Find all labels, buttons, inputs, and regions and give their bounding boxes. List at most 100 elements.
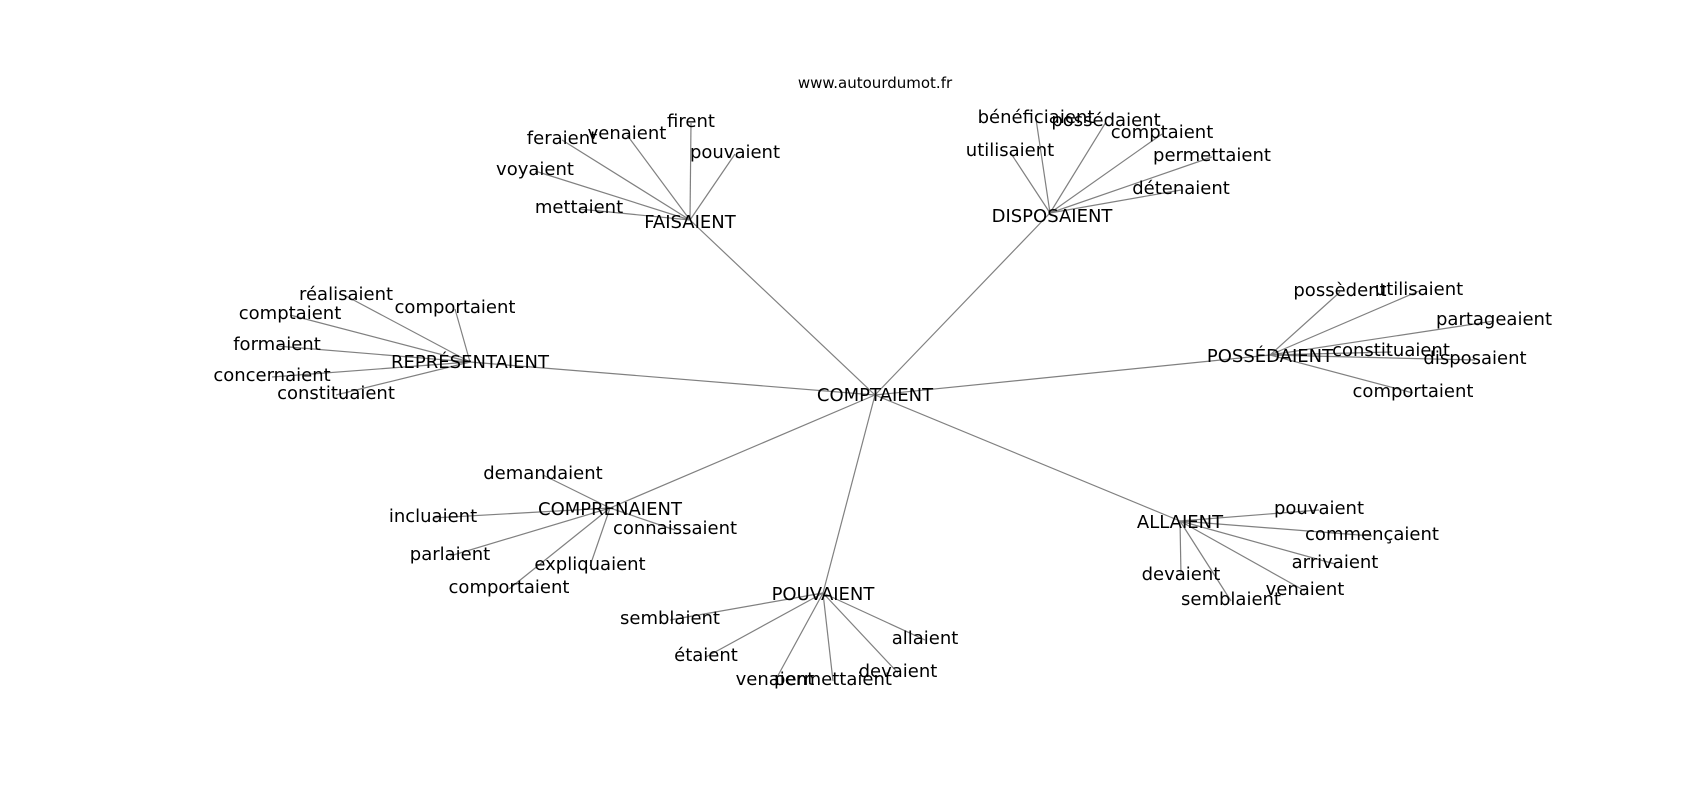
center-word-node[interactable]: COMPTAIENT [817,385,934,406]
edge-hub-to-leaf [1179,520,1306,592]
leaf-word-node[interactable]: devaient [1142,564,1221,585]
edge-hub-to-leaf [432,507,611,519]
hub-word-node[interactable]: FAISAIENT [644,212,737,233]
edge-hub-to-leaf [1179,520,1336,565]
leaf-word-node[interactable]: arrivaient [1292,552,1379,573]
leaf-word-node[interactable]: semblaient [1181,589,1281,610]
edge-center-to-hub [469,361,876,396]
leaf-word-node[interactable]: feraient [527,128,597,149]
leaf-word-node[interactable]: utilisaient [966,140,1054,161]
edge-hub-to-leaf [609,507,676,531]
edge-hub-to-leaf [1269,354,1414,394]
edge-hub-to-leaf [689,153,736,221]
edge-hub-to-leaf [276,345,471,363]
edge-hub-to-leaf [1049,156,1213,214]
edge-hub-to-leaf [822,592,899,674]
hub-word-node[interactable]: COMPRENAIENT [538,499,683,520]
hub-word-node[interactable]: REPRÉSENTAIENT [391,351,550,373]
leaf-word-node[interactable]: comportaient [1353,381,1474,402]
edge-hub-to-leaf [705,592,824,658]
leaf-word-node[interactable]: permettaient [774,669,892,690]
edge-hub-to-leaf [1049,121,1107,214]
edge-hub-to-leaf [589,507,611,567]
leaf-word-node[interactable]: comptaient [239,303,342,324]
edge-hub-to-leaf [454,308,471,363]
edge-center-to-hub [874,394,1181,522]
leaf-word-node[interactable]: devaient [859,661,938,682]
leaf-word-node[interactable]: disposaient [1423,348,1526,369]
leaf-word-node[interactable]: expliquaient [534,554,645,575]
edge-center-to-hub [822,394,876,594]
leaf-word-node[interactable]: venaient [1266,579,1345,600]
edge-hub-to-leaf [669,592,824,621]
edge-hub-to-leaf [1179,520,1182,577]
edge-hub-to-leaf [1269,291,1341,356]
edge-hub-to-leaf [1009,151,1051,214]
leaf-word-node[interactable]: étaient [674,645,738,666]
site-label: www.autourdumot.fr [798,74,953,92]
edge-hub-to-leaf [1269,320,1495,356]
edge-hub-to-leaf [578,208,691,221]
leaf-word-node[interactable]: utilisaient [1375,279,1463,300]
leaf-word-node[interactable]: concernaient [213,365,330,386]
leaf-word-node[interactable]: comportaient [449,577,570,598]
leaf-word-node[interactable]: incluaient [389,506,477,527]
edge-hub-to-leaf [542,474,611,509]
edge-hub-to-leaf [561,139,691,221]
leaf-word-node[interactable]: comportaient [395,297,516,318]
leaf-word-node[interactable]: formaient [233,334,321,355]
edge-hub-to-leaf [289,314,471,363]
leaf-word-node[interactable]: pouvaient [1274,498,1364,519]
leaf-word-node[interactable]: parlaient [410,544,490,565]
leaf-word-node[interactable]: possèdent [1293,280,1386,301]
leaf-word-node[interactable]: semblaient [620,608,720,629]
edge-hub-to-leaf [508,507,611,590]
leaf-word-node[interactable]: firent [667,111,715,132]
edge-hub-to-leaf [689,122,692,221]
leaf-word-node[interactable]: comptaient [1111,122,1214,143]
edge-hub-to-leaf [335,361,471,396]
leaf-word-node[interactable]: commençaient [1305,524,1439,545]
leaf-word-node[interactable]: détenaient [1132,178,1230,199]
edge-hub-to-leaf [1049,133,1163,214]
edge-hub-to-leaf [1035,118,1051,214]
leaf-word-node[interactable]: venaient [736,669,815,690]
leaf-word-node[interactable]: voyaient [496,159,574,180]
edge-hub-to-leaf [1049,189,1182,214]
edge-hub-to-leaf [1179,520,1373,537]
edge-hub-to-leaf [626,134,691,221]
leaf-word-node[interactable]: partageaient [1436,309,1552,330]
leaf-word-node[interactable]: réalisaient [299,284,393,305]
edge-center-to-hub [689,219,876,396]
hub-word-node[interactable]: POSSÉDAIENT [1207,345,1334,367]
leaf-word-node[interactable]: mettaient [535,197,623,218]
leaf-word-node[interactable]: constituaient [1332,340,1450,361]
edge-hub-to-leaf [1179,509,1320,522]
edge-hub-to-leaf [534,170,691,221]
edge-hub-to-leaf [774,592,824,682]
leaf-word-node[interactable]: pouvaient [690,142,780,163]
edge-center-to-hub [874,354,1271,396]
edge-hub-to-leaf [449,507,611,557]
edge-hub-to-leaf [1269,351,1392,356]
leaf-word-node[interactable]: permettaient [1153,145,1271,166]
edge-hub-to-leaf [271,361,471,378]
edge-hub-to-leaf [345,295,471,363]
hub-word-node[interactable]: POUVAIENT [772,584,876,605]
edge-hub-to-leaf [822,592,834,682]
edge-hub-to-leaf [1179,520,1232,602]
edge-center-to-hub [609,394,876,509]
leaf-word-node[interactable]: possédaient [1051,110,1160,131]
edge-hub-to-leaf [1269,290,1420,356]
leaf-word-node[interactable]: demandaient [483,463,602,484]
hub-word-node[interactable]: DISPOSAIENT [992,206,1114,227]
leaf-word-node[interactable]: venaient [588,123,667,144]
hub-word-node[interactable]: ALLAIENT [1137,512,1224,533]
leaf-word-node[interactable]: allaient [892,628,959,649]
leaf-word-node[interactable]: bénéficiaient [978,107,1095,128]
edge-hub-to-leaf [1269,354,1476,361]
edge-center-to-hub [874,212,1051,396]
leaf-word-node[interactable]: connaissaient [613,518,737,539]
leaf-word-node[interactable]: constituaient [277,383,395,404]
